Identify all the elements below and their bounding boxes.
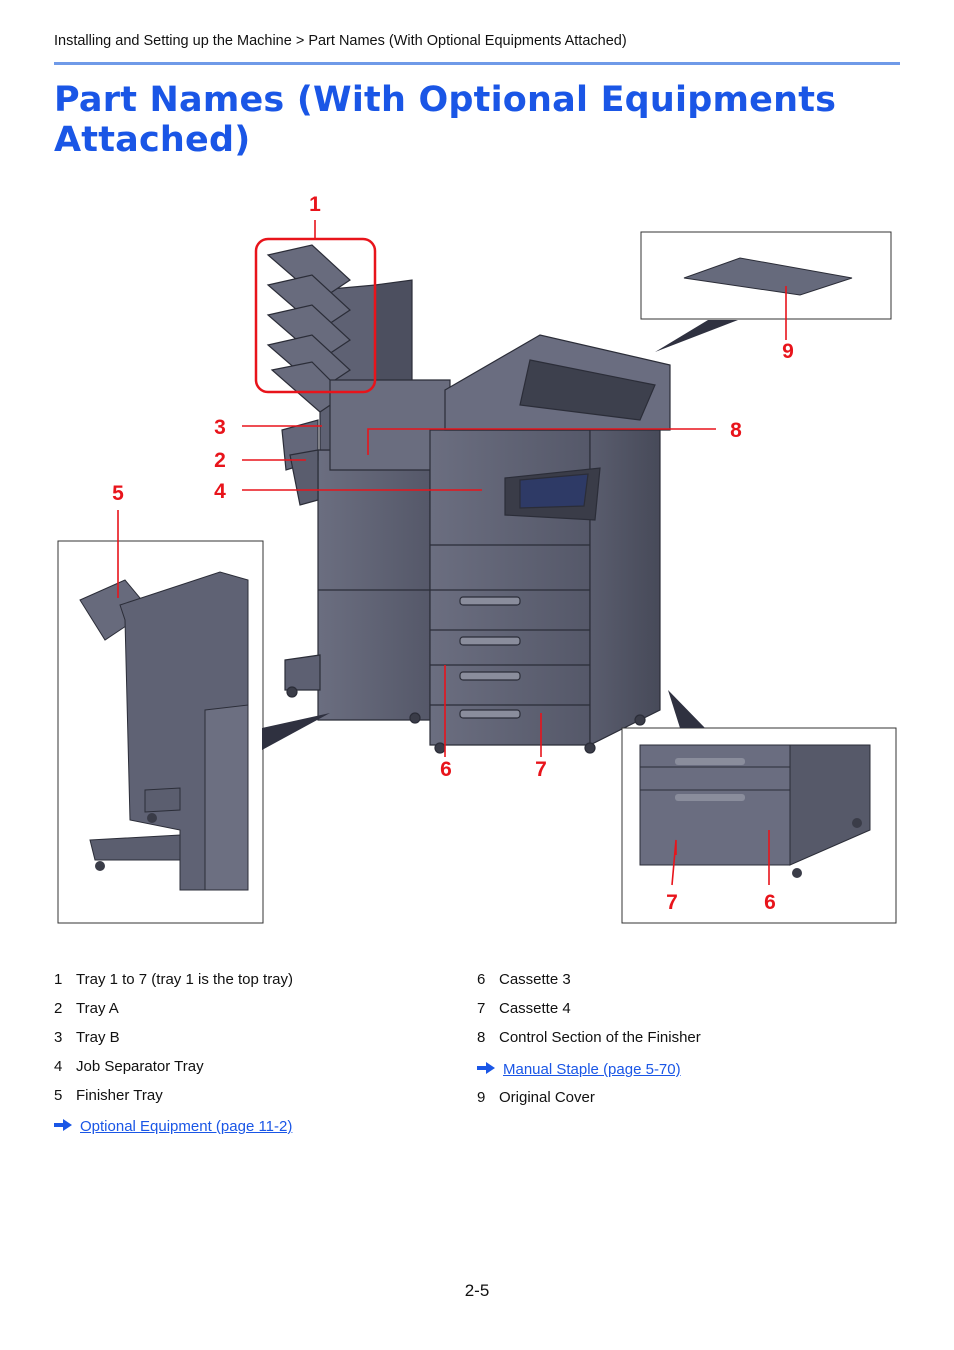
- callout-2: 2: [214, 449, 226, 472]
- inset-callout-7: 7: [666, 891, 678, 914]
- optional-equipment-link[interactable]: Optional Equipment (page 11-2): [80, 1118, 293, 1135]
- inset-callout-6: 6: [764, 891, 776, 914]
- callout-6: 6: [440, 758, 452, 781]
- inset-original-cover: [640, 231, 892, 352]
- arrow-right-icon: [54, 1118, 80, 1135]
- page-number: 2-5: [464, 1281, 490, 1300]
- arrow-right-icon: [477, 1061, 503, 1078]
- callout-8: 8: [730, 419, 742, 442]
- callout-9: 9: [782, 340, 794, 363]
- callout-5: 5: [112, 482, 124, 505]
- printer-body: [429, 334, 671, 754]
- callout-4: 4: [214, 480, 226, 503]
- machine-illustration: 1 2 3 4 5 6 7 8 9 7 6: [57, 193, 897, 924]
- inset-finisher-tray: [57, 540, 330, 924]
- inset-cassettes: [621, 690, 897, 924]
- callout-3: 3: [214, 416, 226, 439]
- manual-staple-link-row: Manual Staple (page 5-70): [477, 1061, 681, 1078]
- optional-equipment-link-row: Optional Equipment (page 11-2): [54, 1118, 292, 1135]
- finisher-unit: [266, 244, 451, 724]
- page-title-line-2: Attached): [54, 120, 251, 160]
- page-title: Part Names (With Optional Equipments Att…: [54, 80, 914, 160]
- header-rule: [54, 62, 900, 65]
- callout-leaders: [117, 220, 787, 886]
- page-title-line-1: Part Names (With Optional Equipments: [54, 80, 837, 120]
- manual-staple-link[interactable]: Manual Staple (page 5-70): [503, 1061, 681, 1078]
- breadcrumb: Installing and Setting up the Machine > …: [54, 33, 627, 49]
- callout-1: 1: [309, 193, 321, 216]
- callout-7: 7: [535, 758, 547, 781]
